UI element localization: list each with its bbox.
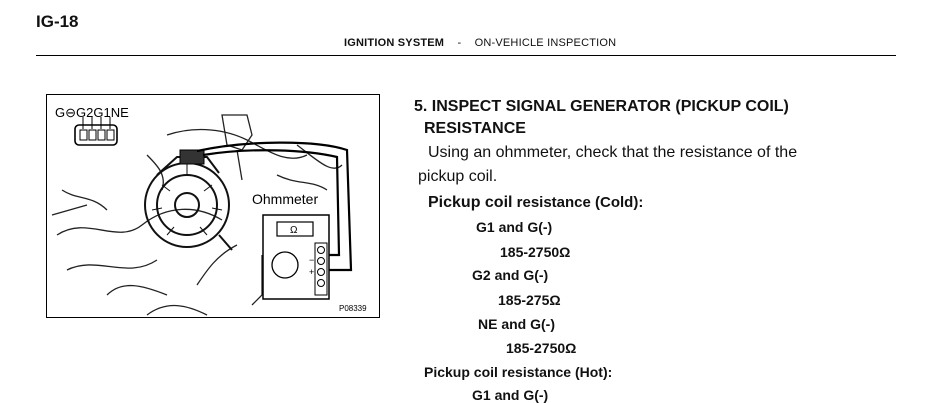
header-separator: - [457, 37, 462, 49]
header-section: IGNITION SYSTEM [344, 37, 445, 49]
instruction-text: Using an ohmmeter, check that the resist… [428, 144, 798, 161]
page-number: IG-18 [36, 12, 79, 31]
cold-label-main: Pickup coil [428, 194, 513, 211]
header-subsection: ON-VEHICLE INSPECTION [474, 37, 617, 49]
step-title: 5. INSPECT SIGNAL GENERATOR (PICKUP COIL… [414, 98, 789, 115]
cold-label-rest: resistance (Cold): [512, 194, 644, 211]
spec-terminals: NE and G(-) [478, 316, 555, 332]
pickup-coil-illustration: G⊖G2G1NE Ω − + Ohmmeter P08339 [46, 94, 380, 318]
spec-terminals: G2 and G(-) [472, 267, 549, 283]
instruction-text-cont: pickup coil. [418, 168, 498, 185]
svg-text:+: + [309, 267, 314, 277]
spec-value: 185-2750Ω [500, 244, 571, 260]
hot-spec-heading: Pickup coil resistance (Hot): [424, 364, 613, 380]
spec-terminals: G1 and G(-) [472, 387, 549, 403]
header-divider [36, 55, 896, 56]
spec-value: 185-2750Ω [506, 340, 577, 356]
figure-code: P08339 [339, 304, 367, 313]
ohm-symbol: Ω [290, 225, 298, 236]
step-title-cont: RESISTANCE [424, 120, 526, 137]
page-header: IGNITION SYSTEM - ON-VEHICLE INSPECTION [344, 37, 616, 49]
spec-terminals: G1 and G(-) [476, 219, 553, 235]
illustration-drawing: G⊖G2G1NE Ω − + Ohmmeter P08339 [51, 105, 367, 316]
svg-text:−: − [309, 255, 314, 265]
terminal-label: G⊖G2G1NE [55, 105, 129, 120]
ohmmeter-label: Ohmmeter [252, 191, 318, 207]
cold-spec-heading: Pickup coil resistance (Cold): [428, 194, 643, 212]
spec-value: 185-275Ω [498, 292, 561, 308]
